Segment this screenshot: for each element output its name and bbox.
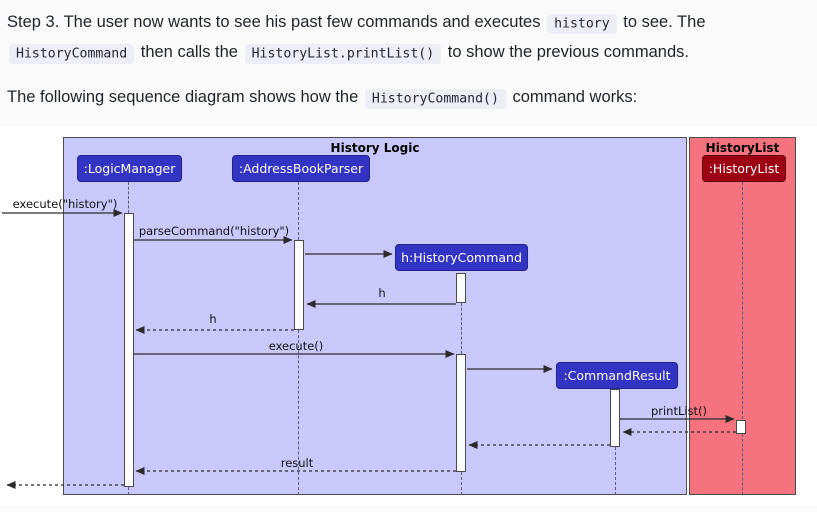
lifeline-logicmanager [128, 182, 129, 213]
message-arrows [2, 209, 736, 489]
label-h-return-solid: h [378, 286, 386, 300]
step-3-paragraph: Step 3. The user now wants to see his pa… [7, 8, 809, 68]
activation-logicmanager [124, 213, 134, 487]
body-text: The following sequence diagram shows how… [7, 88, 363, 106]
intro-text: Step 3. The user now wants to see his pa… [7, 8, 809, 113]
historylist-frame-title: HistoryList [705, 141, 780, 155]
activation-historycommand-execute [456, 354, 466, 472]
activation-historylist [736, 420, 746, 434]
label-result: result [280, 456, 314, 470]
inline-code-history: history [547, 13, 617, 34]
label-printlist: printList() [650, 404, 708, 418]
lifeline-historycommand [461, 472, 462, 495]
label-execute-history: execute("history") [12, 197, 118, 211]
lifeline-addressbookparser [298, 330, 299, 495]
participant-addressbookparser: :AddressBookParser [232, 155, 370, 182]
label-h-return-dashed: h [209, 312, 217, 326]
activation-commandresult [610, 389, 620, 447]
activation-historycommand-create [456, 273, 466, 303]
participant-historycommand: h:HistoryCommand [395, 244, 528, 271]
lifeline-commandresult [615, 447, 616, 495]
inline-code-historycommand-call: HistoryCommand() [364, 88, 506, 109]
lifeline-logicmanager [128, 487, 129, 495]
participant-logicmanager: :LogicManager [77, 155, 182, 182]
lifeline-historylist [742, 182, 743, 419]
body-text: command works: [507, 88, 638, 106]
lifeline-historylist [742, 434, 743, 495]
inline-code-printlist: HistoryList.printList() [244, 43, 442, 64]
history-logic-frame: History Logic [63, 137, 687, 495]
lifeline-addressbookparser [298, 182, 299, 240]
label-execute: execute() [268, 339, 324, 353]
label-parse-command: parseCommand("history") [138, 224, 290, 238]
activation-addressbookparser [294, 240, 304, 330]
body-text: then calls the [136, 43, 243, 61]
sequence-diagram-caption: The following sequence diagram shows how… [7, 83, 809, 113]
body-text: to show the previous commands. [443, 43, 689, 61]
sequence-diagram: History Logic HistoryList [0, 126, 817, 506]
participant-commandresult: :CommandResult [556, 362, 678, 389]
participant-historylist: :HistoryList [702, 155, 786, 182]
inline-code-historycommand: HistoryCommand [9, 43, 135, 64]
lifeline-historycommand [461, 303, 462, 354]
history-logic-frame-title: History Logic [330, 141, 420, 155]
body-text: to see. The [618, 13, 706, 31]
body-text: Step 3. The user now wants to see his pa… [7, 13, 546, 31]
